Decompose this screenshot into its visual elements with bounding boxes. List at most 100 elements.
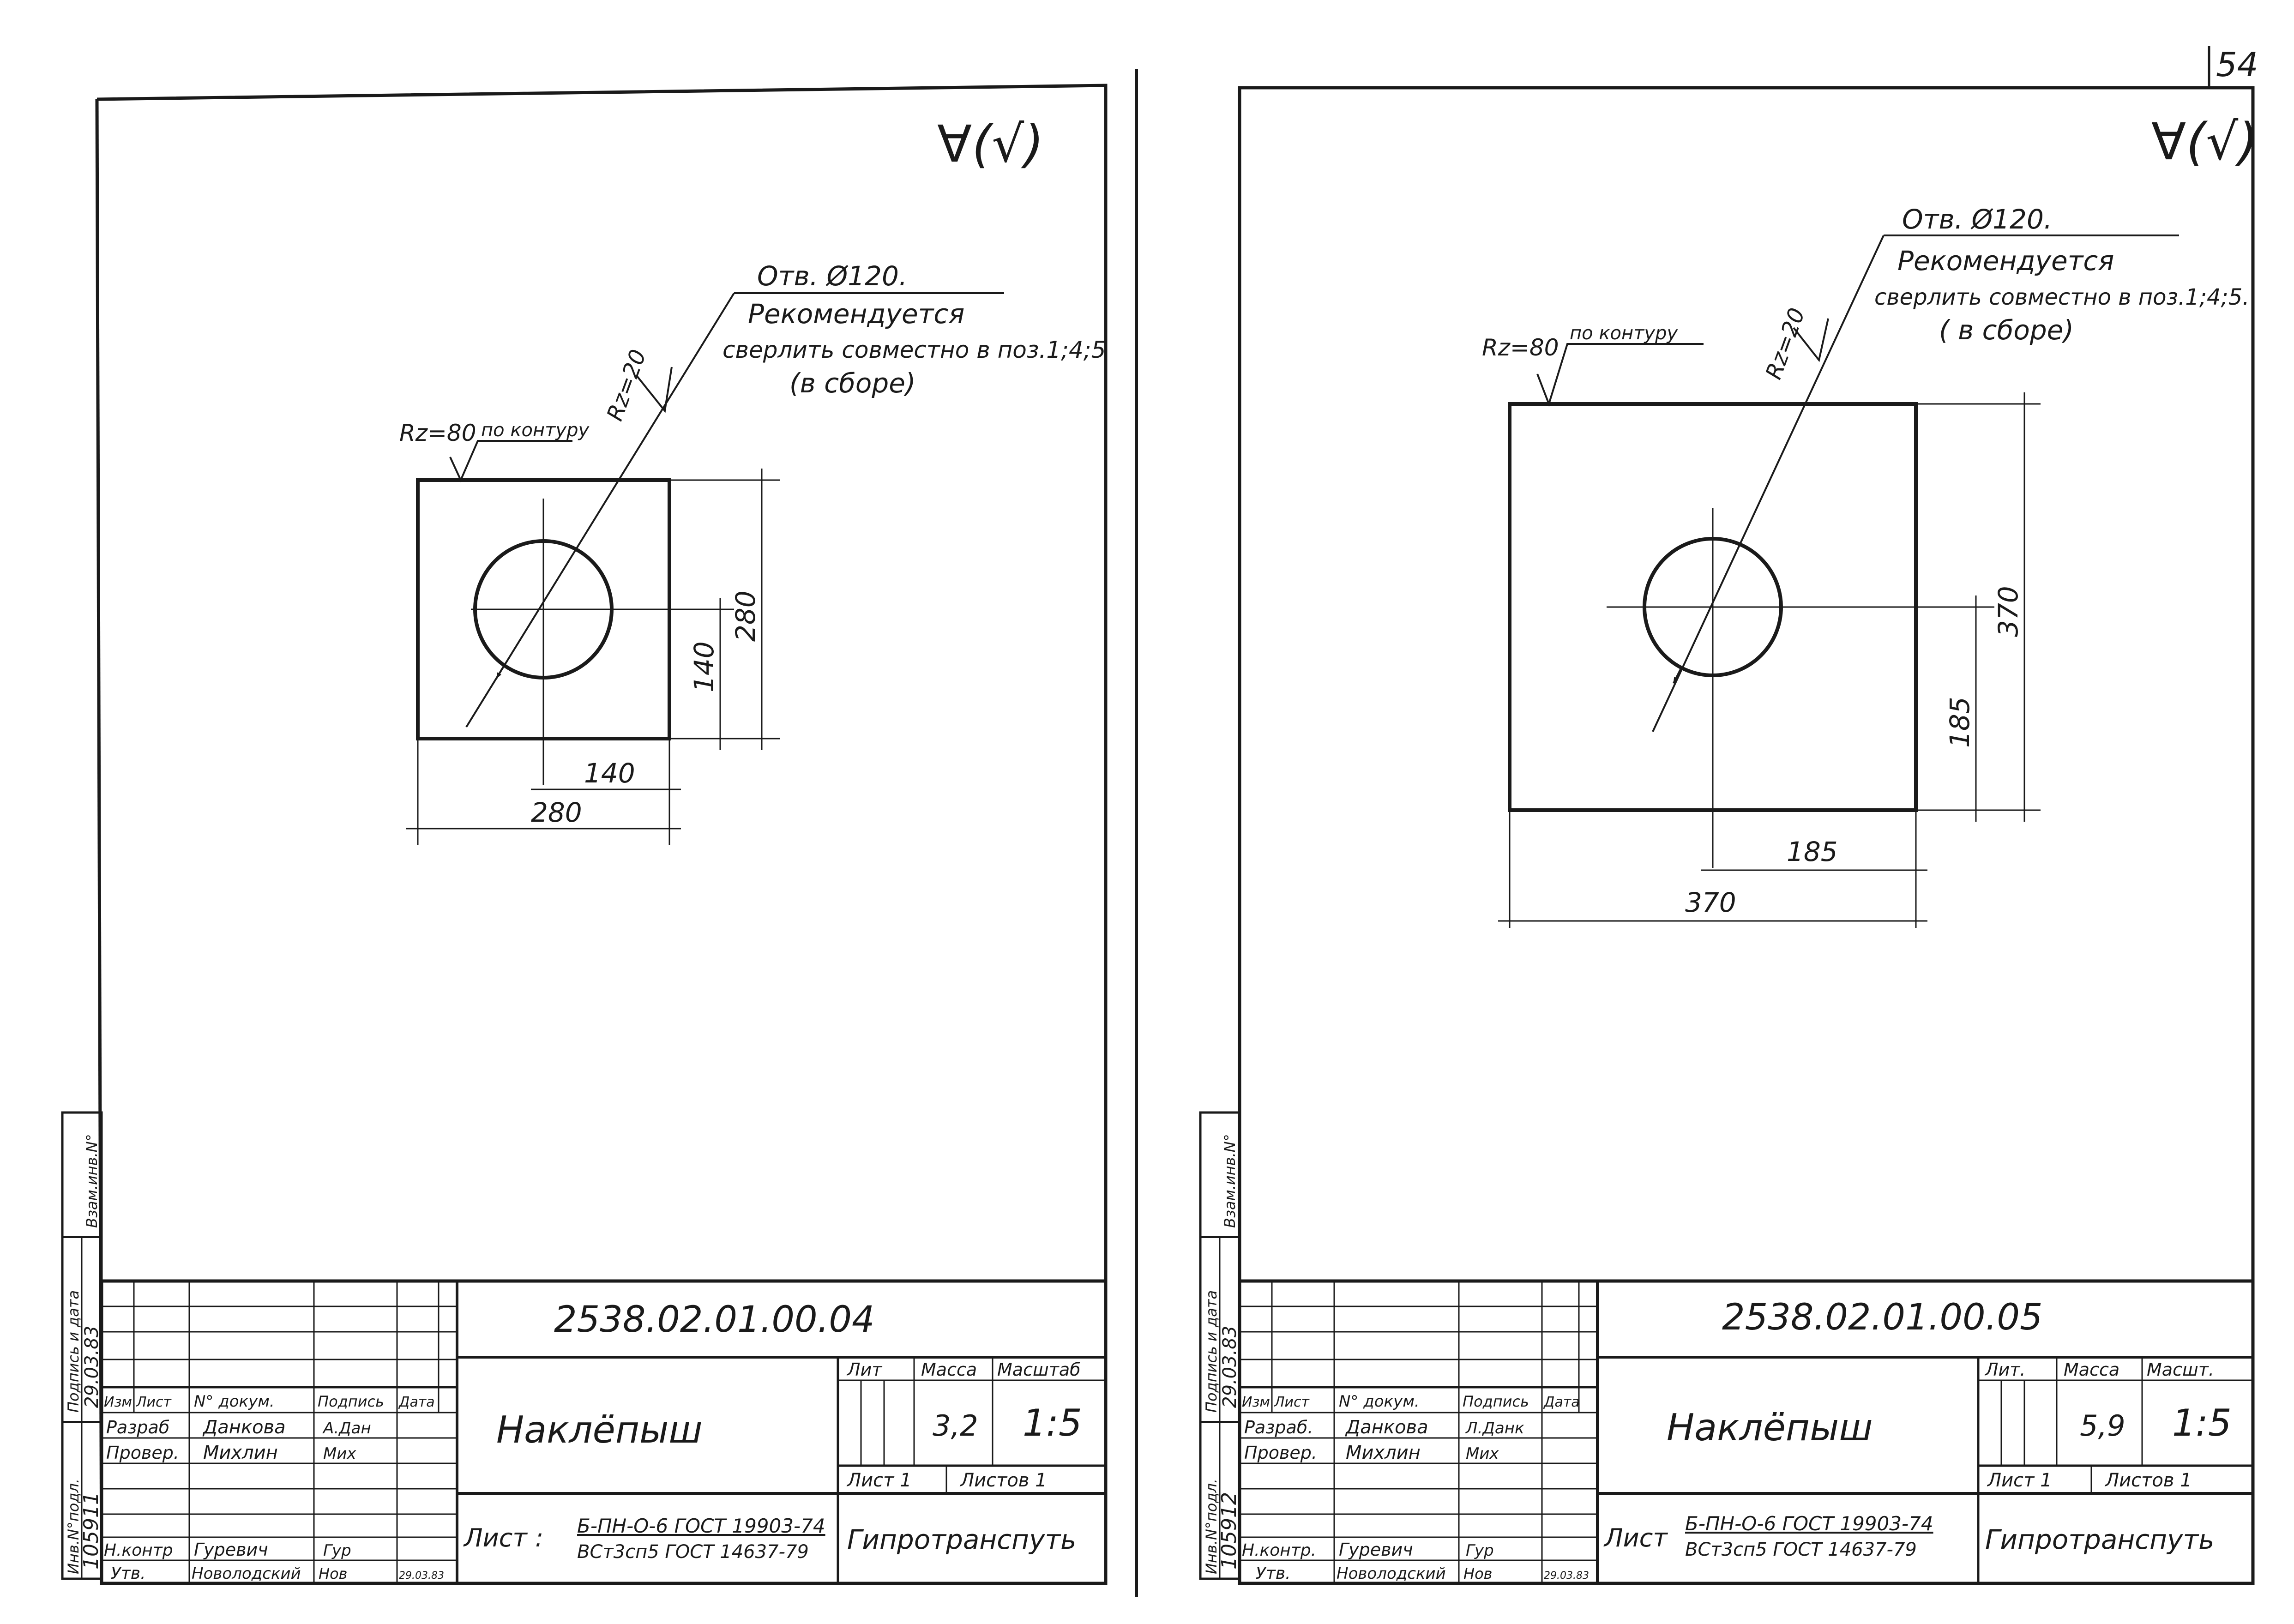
sheet-2-col-sign: Подпись (1463, 1393, 1529, 1410)
sheet-2-role-chk: Провер. (1244, 1443, 1317, 1463)
sheet-1-sig-nk: Гур (323, 1541, 351, 1560)
sheet-2-material-top: Б-ПН-О-6 ГОСТ 19903-74 (1685, 1512, 1933, 1535)
sheet-2-part-name: Наклёпыш (1667, 1406, 1873, 1449)
page-number: 54 (2216, 45, 2258, 84)
sheet-2-org: Гипротранспуть (1985, 1524, 2214, 1555)
sheet-2-dim-half-width: 185 (1787, 836, 1838, 867)
sheet-2-recommend: Рекомендуется (1897, 245, 2114, 277)
sheet-1-hdr-mass: Масса (921, 1359, 977, 1380)
sheet-2-dim-half-height: 185 (1944, 697, 1975, 748)
sheet-1-part-name: Наклёпыш (496, 1408, 703, 1451)
sheet-2-material-prefix: Лист (1603, 1523, 1668, 1552)
sheet-2-doc-number: 2538.02.01.00.05 (1722, 1297, 2043, 1338)
sheet-2-drill-note: сверлить совместно в поз.1;4;5. (1874, 284, 2250, 310)
sheet-2-side-strip: Взам.инв.N° Подпись и дата 29.03.83 Инв.… (1199, 1111, 1241, 1580)
sheet-1-rz80: Rz=80 (399, 420, 476, 446)
sheet-1-rz20-symbol (636, 367, 673, 413)
sheet-1-role-chk: Провер. (106, 1443, 179, 1463)
sheet-2-mass: 5,9 (2080, 1409, 2125, 1443)
sheet-2-hdr-lit: Лит. (1984, 1359, 2026, 1380)
sheet-1-title-block: 2538.02.01.00.04 Наклёпыш Лит Масса Масш… (100, 1279, 1108, 1585)
sheet-1-sig-dev: А.Дан (322, 1419, 371, 1438)
sheet-2-roughness-symbol: ∀(√) (2151, 112, 2258, 171)
sheet-1-leader (465, 292, 735, 728)
sheet-1-side-swap: Взам.инв.N° (83, 1134, 101, 1228)
sheet-2-scale: 1:5 (2172, 1401, 2232, 1444)
sheet-1-sheets-total: Листов 1 (959, 1470, 1047, 1491)
sheet-1-role-nk: Н.контр (104, 1541, 173, 1560)
sheet-2-dim-width: 370 (1685, 887, 1736, 918)
sheet-1-sig-app: Нов (319, 1565, 348, 1582)
sheet-1-name-dev: Данкова (202, 1417, 286, 1438)
sheet-2-leader (1652, 235, 1885, 732)
sheet-2-col-doc: N° докум. (1339, 1392, 1420, 1411)
sheet-2-col-date: Дата (1543, 1394, 1580, 1410)
sheet-2-rz80: Rz=80 (1482, 334, 1559, 361)
sheet-2-dim-height: 370 (1993, 586, 2024, 637)
sheet-2-role-app: Утв. (1256, 1564, 1291, 1583)
sheet-2-side-inv-val: 105912 (1217, 1492, 1241, 1570)
sheet-2-col-izm: Изм (1242, 1394, 1270, 1410)
sheet-1-col-doc: N° докум. (194, 1392, 275, 1411)
sheet-1-org: Гипротранспуть (847, 1524, 1076, 1555)
sheet-2-contour: по контуру (1570, 323, 1678, 344)
sheet-1-col-izm: Изм (104, 1394, 132, 1410)
sheet-1-dim-height: 280 (730, 590, 761, 642)
sheet-2-name-app: Новолодский (1337, 1564, 1446, 1583)
sheet-2-col-list: Лист (1274, 1394, 1310, 1410)
sheet-2-sheets-total: Листов 1 (2104, 1470, 2192, 1491)
sheet-1-hdr-lit: Лит (846, 1359, 883, 1380)
sheet-2-sig-dev: Л.Данк (1465, 1419, 1524, 1438)
sheet-1-leader-arrow (495, 666, 504, 680)
sheet-2-rz20-symbol (1793, 318, 1829, 362)
sheet-2-sheet: Лист 1 (1987, 1470, 2052, 1491)
sheet-2-rz80-symbol (1536, 343, 1704, 407)
sheet-1-col-date: Дата (398, 1394, 435, 1410)
sheet-1-dim-half-height: 140 (688, 641, 720, 692)
sheet-2: ∀(√) Отв. Ø120. Рекомендуется сверлить с… (1199, 86, 2258, 1585)
sheet-1-sheet: Лист 1 (846, 1470, 912, 1491)
sheet-1-side-inv-val: 105911 (79, 1492, 103, 1570)
sheet-1-col-list: Лист (136, 1394, 172, 1410)
sheet-2-title-block: 2538.02.01.00.05 Наклёпыш Лит. Масса Мас… (1238, 1279, 2255, 1585)
sheet-2-side-swap: Взам.инв.N° (1221, 1134, 1239, 1228)
sheet-1-side-strip: Взам.инв.N° Подпись и дата 29.03.83 Инв.… (61, 1111, 103, 1580)
sheet-1-hdr-scale: Масштаб (997, 1359, 1081, 1380)
sheet-2-hdr-mass: Масса (2064, 1359, 2119, 1380)
sheet-2-sig-app: Нов (1463, 1565, 1493, 1582)
sheet-2-sig-chk: Мих (1466, 1444, 1499, 1463)
sheet-1-side-inv: Инв.N°подл. (65, 1479, 82, 1574)
sheet-2-rz20: Rz=20 (1761, 305, 1810, 383)
sheet-1-doc-number: 2538.02.01.00.04 (554, 1299, 875, 1341)
sheet-2-hole-note: Отв. Ø120. (1902, 204, 2052, 235)
sheet-2-leader-arrow (1673, 669, 1681, 684)
sheet-1-rz80-symbol (449, 440, 572, 482)
sheet-2-name-dev: Данкова (1345, 1417, 1428, 1438)
sheet-1-name-app: Новолодский (192, 1564, 301, 1583)
sheet-1-sig-chk: Мих (323, 1444, 356, 1463)
sheet-2-name-chk: Михлин (1346, 1442, 1421, 1463)
sheet-1-material-bottom: ВСт3сп5 ГОСТ 14637-79 (577, 1541, 809, 1563)
sheet-1-roughness-symbol: ∀(√) (937, 114, 1044, 174)
sheet-1-hole-note: Отв. Ø120. (757, 260, 907, 292)
sheet-1-dim-half-width: 140 (584, 758, 635, 789)
sheet-2-assembly-note: ( в сборе) (1939, 314, 2074, 346)
sheet-1-side-sign-date: Подпись и дата (65, 1290, 82, 1413)
sheet-1-col-sign: Подпись (318, 1393, 384, 1410)
sheet-1-scale: 1:5 (1023, 1401, 1082, 1444)
sheet-2-role-nk: Н.контр. (1242, 1541, 1316, 1560)
sheet-2-name-nk: Гуревич (1339, 1540, 1413, 1560)
sheet-1-mass: 3,2 (933, 1409, 978, 1443)
sheet-2-side-sign-date-val: 29.03.83 (1219, 1326, 1240, 1408)
sheet-1-drill-note: сверлить совместно в поз.1;4;5 (723, 337, 1106, 363)
sheet-2-hdr-scale: Масшт. (2147, 1359, 2214, 1380)
sheet-1-contour: по контуру (481, 420, 590, 441)
sheet-1-recommend: Рекомендуется (748, 298, 964, 330)
sheet-2-role-dev: Разраб. (1244, 1417, 1313, 1438)
sheet-2-side-inv: Инв.N°подл. (1203, 1479, 1220, 1574)
sheet-2-side-sign-date: Подпись и дата (1203, 1290, 1220, 1413)
sheet-1-dim-width: 280 (531, 797, 582, 828)
sheet-1-role-dev: Разраб (106, 1417, 169, 1438)
sheet-2-material-bottom: ВСт3сп5 ГОСТ 14637-79 (1685, 1539, 1917, 1560)
